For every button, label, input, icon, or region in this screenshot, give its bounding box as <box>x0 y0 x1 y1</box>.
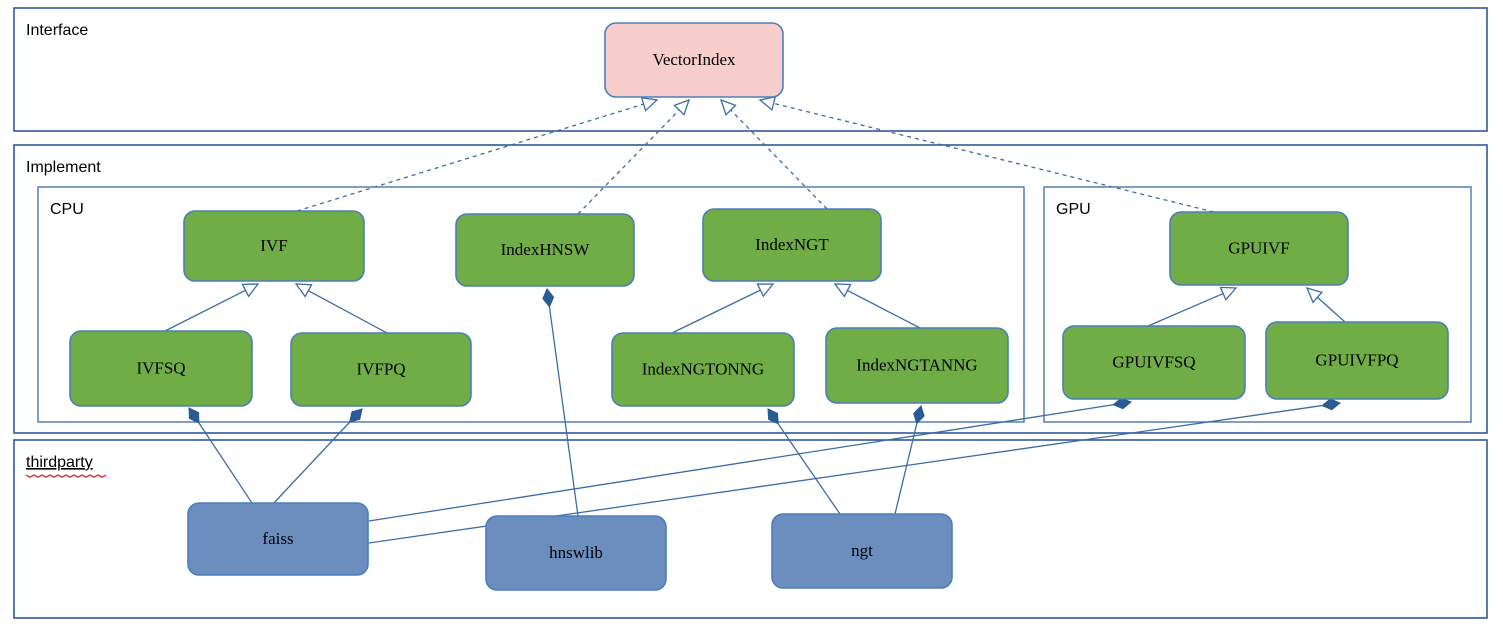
node-box-indexhnsw[interactable] <box>455 213 635 287</box>
package-label-interface: Interface <box>26 22 88 39</box>
hollow-triangle-arrow-icon <box>833 283 852 298</box>
node-label-indexhnsw: IndexHNSW <box>501 240 591 259</box>
package-label-implement: Implement <box>26 159 101 176</box>
class-node-ivfpq[interactable]: IVFPQ <box>290 332 472 407</box>
edge-faiss-composes-ivfpq <box>271 408 363 506</box>
hollow-triangle-arrow-icon <box>758 95 777 112</box>
filled-diamond-arrow-icon <box>767 408 779 425</box>
node-label-indexngtanng: IndexNGTANNG <box>856 355 977 374</box>
spellcheck-squiggle-icon <box>25 474 107 478</box>
node-box-ngt[interactable] <box>771 513 953 589</box>
node-box-indexngtanng[interactable] <box>825 327 1009 404</box>
node-box-ivf[interactable] <box>183 210 365 282</box>
class-node-ngt[interactable]: ngt <box>771 513 953 589</box>
edge-line-ivfpq-extends-ivf <box>308 290 388 334</box>
class-node-gpuivfsq[interactable]: GPUIVFSQ <box>1062 325 1246 400</box>
node-label-hnswlib: hnswlib <box>549 543 603 562</box>
class-node-indexngtonng[interactable]: IndexNGTONNG <box>611 332 795 407</box>
edge-line-faiss-composes-ivfpq <box>271 421 351 506</box>
node-label-ngt: ngt <box>851 541 873 560</box>
edge-line-gpuivfpq-extends-gpuivf <box>1316 296 1346 323</box>
hollow-triangle-arrow-icon <box>719 98 737 116</box>
node-box-ivfpq[interactable] <box>290 332 472 407</box>
node-box-hnswlib[interactable] <box>485 515 667 591</box>
edge-line-indexngtonng-extends-indexngt <box>671 289 761 334</box>
edge-ivfsq-extends-ivf <box>164 283 260 332</box>
hollow-triangle-arrow-icon <box>756 283 775 298</box>
node-label-gpuivfpq: GPUIVFPQ <box>1315 350 1398 369</box>
hollow-triangle-arrow-icon <box>640 96 659 112</box>
node-box-ivfsq[interactable] <box>69 330 253 407</box>
node-label-ivfsq: IVFSQ <box>136 358 185 377</box>
hollow-triangle-arrow-icon <box>1219 286 1238 301</box>
filled-diamond-arrow-icon <box>349 408 363 423</box>
package-label-cpu: CPU <box>50 201 84 218</box>
package-label-thirdparty: thirdparty <box>26 454 93 471</box>
class-node-gpuivfpq[interactable]: GPUIVFPQ <box>1265 321 1449 400</box>
edge-ivf-realizes-vectorindex <box>296 96 659 212</box>
class-node-faiss[interactable]: faiss <box>187 502 369 576</box>
edge-line-faiss-composes-ivfsq <box>198 422 257 510</box>
edge-gpuivfpq-extends-gpuivf <box>1305 286 1346 323</box>
hollow-triangle-arrow-icon <box>1305 286 1324 304</box>
edge-line-ngt-composes-indexngtanng <box>894 423 918 515</box>
edge-gpuivfsq-extends-gpuivf <box>1147 286 1238 327</box>
edge-indexngtonng-extends-indexngt <box>671 283 775 334</box>
class-node-ivf[interactable]: IVF <box>183 210 365 282</box>
filled-diamond-arrow-icon <box>1321 398 1341 411</box>
edge-line-hnswlib-composes-indexhnsw <box>548 306 579 517</box>
class-node-indexhnsw[interactable]: IndexHNSW <box>455 213 635 287</box>
filled-diamond-arrow-icon <box>913 405 925 425</box>
edge-line-ngt-composes-indexngtonng <box>777 423 841 515</box>
node-box-gpuivf[interactable] <box>1169 211 1349 286</box>
node-box-gpuivfsq[interactable] <box>1062 325 1246 400</box>
edge-line-indexngtanng-extends-indexngt <box>847 289 921 329</box>
node-label-gpuivfsq: GPUIVFSQ <box>1112 352 1195 371</box>
edge-line-indexhnsw-realizes-vectorindex <box>577 109 680 215</box>
node-label-vectorindex: VectorIndex <box>652 50 736 69</box>
edge-line-indexngt-realizes-vectorindex <box>730 109 828 210</box>
edge-indexhnsw-realizes-vectorindex <box>577 98 691 215</box>
class-node-ivfsq[interactable]: IVFSQ <box>69 330 253 407</box>
edge-line-gpuivf-realizes-vectorindex <box>773 102 1215 213</box>
hollow-triangle-arrow-icon <box>241 283 260 298</box>
filled-diamond-arrow-icon <box>542 288 555 308</box>
node-label-indexngtonng: IndexNGTONNG <box>642 359 764 378</box>
edge-ngt-composes-indexngtonng <box>767 408 841 515</box>
node-label-ivf: IVF <box>260 236 287 255</box>
edge-line-faiss-composes-gpuivfsq <box>368 404 1114 522</box>
edge-indexngt-realizes-vectorindex <box>719 98 828 210</box>
node-box-indexngt[interactable] <box>702 208 882 282</box>
node-box-indexngtonng[interactable] <box>611 332 795 407</box>
node-label-faiss: faiss <box>262 529 293 548</box>
node-box-gpuivfpq[interactable] <box>1265 321 1449 400</box>
class-node-vectorindex[interactable]: VectorIndex <box>604 22 784 98</box>
class-node-indexngtanng[interactable]: IndexNGTANNG <box>825 327 1009 404</box>
edge-gpuivf-realizes-vectorindex <box>758 95 1215 213</box>
edge-ngt-composes-indexngtanng <box>894 405 925 515</box>
edge-faiss-composes-ivfsq <box>188 407 257 510</box>
node-box-vectorindex[interactable] <box>604 22 784 98</box>
class-node-indexngt[interactable]: IndexNGT <box>702 208 882 282</box>
hollow-triangle-arrow-icon <box>294 283 313 298</box>
class-node-gpuivf[interactable]: GPUIVF <box>1169 211 1349 286</box>
edge-ivfpq-extends-ivf <box>294 283 388 334</box>
node-label-indexngt: IndexNGT <box>755 235 829 254</box>
node-label-gpuivf: GPUIVF <box>1228 238 1289 257</box>
node-box-faiss[interactable] <box>187 502 369 576</box>
edge-line-gpuivfsq-extends-gpuivf <box>1147 292 1224 327</box>
node-label-ivfpq: IVFPQ <box>356 359 405 378</box>
hollow-triangle-arrow-icon <box>673 98 691 116</box>
filled-diamond-arrow-icon <box>188 407 200 424</box>
edge-hnswlib-composes-indexhnsw <box>542 288 579 517</box>
package-label-gpu: GPU <box>1056 201 1091 218</box>
edge-line-ivfsq-extends-ivf <box>164 289 246 332</box>
edge-indexngtanng-extends-indexngt <box>833 283 921 329</box>
class-node-hnswlib[interactable]: hnswlib <box>485 515 667 591</box>
